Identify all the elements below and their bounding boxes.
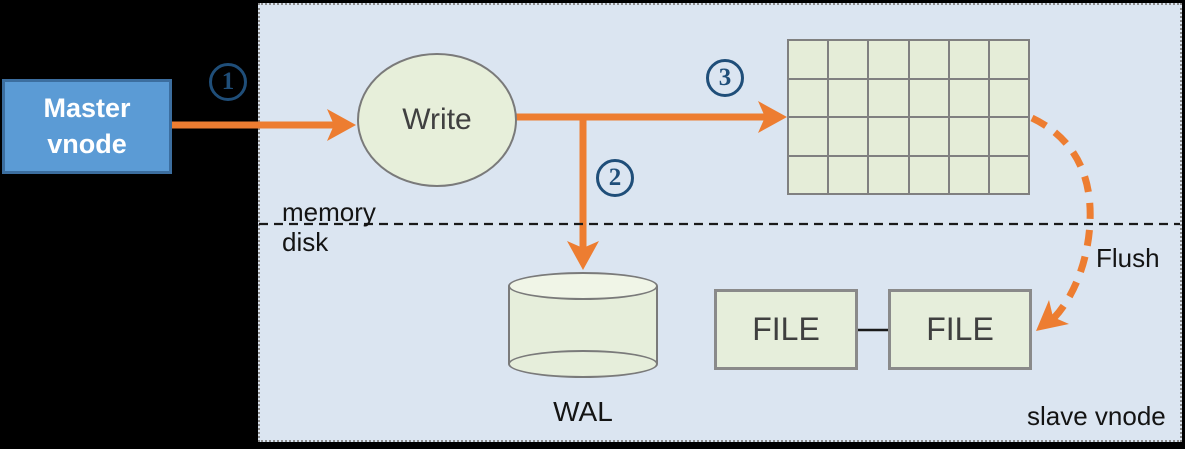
file-box-1: FILE [714, 289, 858, 370]
memtable-cell [909, 41, 948, 78]
step-badge-1: 1 [209, 63, 247, 101]
memtable-cell [789, 156, 828, 193]
memtable-cell [789, 79, 828, 116]
memtable-cell [949, 118, 988, 155]
memtable-cell [829, 156, 868, 193]
memtable-cell [989, 41, 1028, 78]
memtable-cell [869, 79, 908, 116]
step-number-3: 3 [718, 64, 732, 91]
step-badge-3: 3 [706, 59, 744, 97]
memtable-cell [869, 118, 908, 155]
memtable-cell [989, 156, 1028, 193]
memtable-cell [829, 41, 868, 78]
step-number-1: 1 [221, 68, 235, 95]
memtable-cell [909, 79, 948, 116]
memtable-cell [789, 41, 828, 78]
memtable-cell [949, 156, 988, 193]
memtable-cell [789, 118, 828, 155]
wal-cylinder-bottom [508, 350, 658, 378]
write-label: Write [402, 103, 472, 136]
memtable-cell [989, 79, 1028, 116]
memtable-cell [829, 79, 868, 116]
master-vnode-box: Master vnode [2, 79, 172, 174]
wal-cylinder-top [508, 272, 658, 300]
file-label-2: FILE [926, 311, 994, 347]
memtable-cell [909, 156, 948, 193]
flush-label: Flush [1096, 243, 1160, 273]
file-label-1: FILE [752, 311, 820, 347]
memtable-cell [869, 41, 908, 78]
memtable-cell [909, 118, 948, 155]
memory-label: memory [282, 197, 376, 227]
memtable-grid [787, 39, 1030, 195]
memtable-cell [829, 118, 868, 155]
wal-cylinder [508, 272, 658, 378]
write-ellipse: Write [357, 53, 517, 187]
memtable-cell [869, 156, 908, 193]
file-box-2: FILE [888, 289, 1032, 370]
master-vnode-label: Master vnode [43, 93, 131, 159]
memtable-cell [989, 118, 1028, 155]
memtable-cell [949, 79, 988, 116]
step-number-2: 2 [608, 164, 622, 191]
wal-label: WAL [553, 396, 613, 427]
step-badge-2: 2 [596, 159, 634, 197]
slave-vnode-label: slave vnode [1027, 401, 1166, 431]
memtable-cell [949, 41, 988, 78]
disk-label: disk [282, 227, 329, 257]
